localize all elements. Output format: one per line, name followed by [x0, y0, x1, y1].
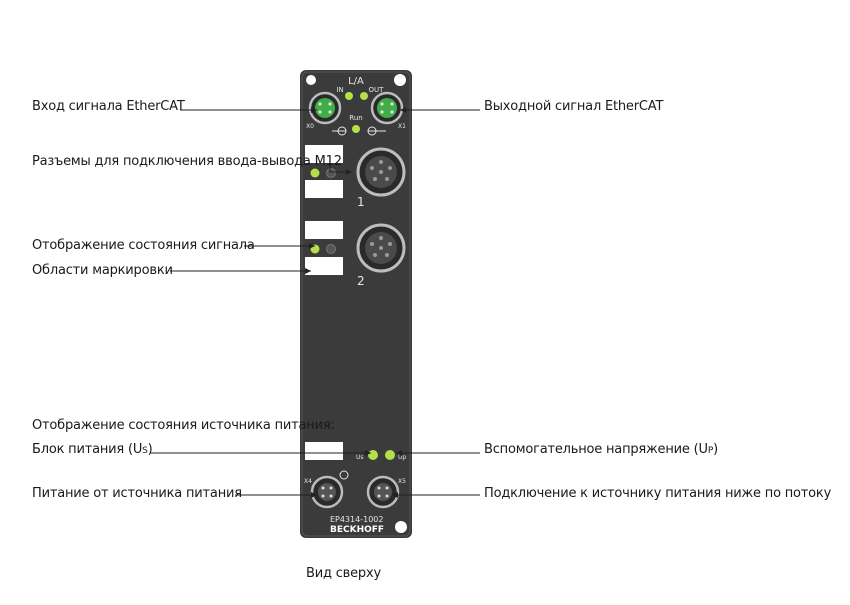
label-power-status-heading: Отображение состояния источника питания:: [32, 418, 335, 433]
status-led-2b: [326, 244, 336, 254]
up-label: Up: [398, 454, 406, 461]
connector-1-number: 1: [357, 195, 365, 209]
run-label: Run: [349, 114, 362, 122]
caption: Вид сверху: [306, 566, 381, 581]
label-power-us-sub: S: [142, 446, 148, 456]
label-power-in: Питание от источника питания: [32, 486, 242, 501]
power-out-connector: [366, 475, 400, 509]
label-power-downstream: Подключение к источнику питания ниже по …: [484, 486, 832, 501]
label-m12-connectors: Разъемы для подключения ввода-вывода M12: [32, 154, 342, 169]
ethercat-in-connector: [308, 91, 342, 125]
mounting-hole: [394, 74, 406, 86]
marking-area: [305, 145, 343, 163]
label-aux-up-sub: P: [707, 446, 714, 456]
m12-connector-2: [356, 223, 406, 273]
label-aux-up: Вспомогательное напряжение (UP): [484, 442, 718, 459]
in-label: IN: [336, 86, 343, 94]
status-led-1a: [310, 168, 320, 178]
label-power-us: Блок питания (US): [32, 442, 153, 459]
brand-label: BECKHOFF: [330, 525, 384, 535]
us-label: Us: [356, 454, 364, 461]
label-signal-status: Отображение состояния сигнала: [32, 238, 255, 253]
marking-area: [305, 257, 343, 275]
label-power-us-suffix: ): [147, 442, 153, 457]
mounting-hole: [395, 521, 407, 533]
header-label: L/A: [348, 76, 364, 87]
label-ethercat-out: Выходной сигнал EtherCAT: [484, 99, 664, 114]
x1-label: X1: [398, 123, 406, 130]
x4-label: X4: [304, 478, 312, 485]
up-led: [385, 450, 395, 460]
ethercat-out-connector: [370, 91, 404, 125]
run-led: [352, 125, 360, 133]
link-activity-led-in: [345, 92, 353, 100]
marking-area: [305, 442, 343, 460]
connector-2-number: 2: [357, 274, 365, 288]
link-activity-led-out: [360, 92, 368, 100]
label-ethercat-in: Вход сигнала EtherCAT: [32, 99, 185, 114]
us-led: [368, 450, 378, 460]
status-led-2a: [310, 244, 320, 254]
power-in-connector: [310, 475, 344, 509]
label-power-us-prefix: Блок питания (U: [32, 442, 143, 457]
label-marking-areas: Области маркировки: [32, 263, 173, 278]
device-housing: [300, 70, 412, 538]
out-label: OUT: [369, 86, 385, 94]
marking-area: [305, 180, 343, 198]
x0-label: X0: [306, 123, 314, 130]
x5-label: X5: [398, 478, 406, 485]
model-label: EP4314-1002: [330, 515, 383, 524]
m12-connector-1: [356, 147, 406, 197]
power-in-arrow-icon: [339, 470, 349, 480]
label-aux-up-suffix: ): [713, 442, 718, 457]
label-aux-up-prefix: Вспомогательное напряжение (U: [484, 442, 708, 457]
mounting-hole: [306, 75, 316, 85]
marking-area: [305, 221, 343, 239]
